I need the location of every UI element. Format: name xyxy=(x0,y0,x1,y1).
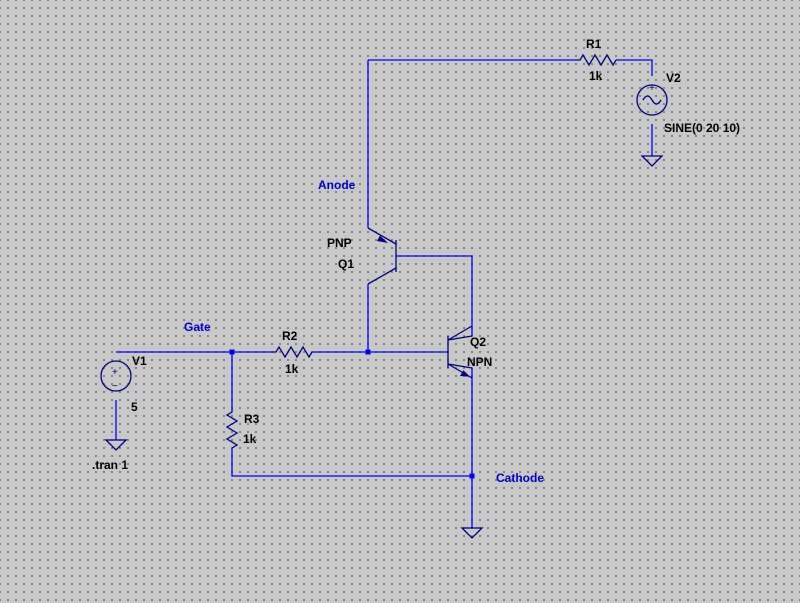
net-label-gate[interactable]: Gate xyxy=(184,320,211,334)
r3-name-label: R3 xyxy=(244,412,260,426)
q2-name-label: Q2 xyxy=(470,335,486,349)
wire-r3-to-cathode[interactable] xyxy=(231,448,472,477)
v1-plus-icon: + xyxy=(112,367,118,378)
resistor-r2[interactable] xyxy=(272,345,313,359)
q1-type-label: PNP xyxy=(327,236,352,250)
r1-value-label: 1k xyxy=(589,69,603,83)
voltage-source-v1[interactable]: + − xyxy=(100,360,132,392)
transistor-q1-pnp[interactable] xyxy=(367,227,397,285)
v2-name-label: V2 xyxy=(666,71,681,85)
resistor-r3[interactable] xyxy=(225,408,239,449)
q2-type-label: NPN xyxy=(467,355,492,369)
junction-cathode xyxy=(469,473,475,479)
r2-value-label: 1k xyxy=(285,362,299,376)
v2-value-label: SINE(0 20 10) xyxy=(664,121,740,135)
r2-name-label: R2 xyxy=(282,329,298,343)
junction-q2-base xyxy=(365,349,371,355)
net-label-anode[interactable]: Anode xyxy=(318,178,356,192)
v1-name-label: V1 xyxy=(132,354,147,368)
wires xyxy=(115,59,653,528)
spice-directive-tran[interactable]: .tran 1 xyxy=(92,458,128,472)
resistor-r1[interactable] xyxy=(576,53,617,67)
ground-icon-cathode xyxy=(460,527,484,539)
q1-name-label: Q1 xyxy=(338,257,354,271)
v1-value-label: 5 xyxy=(131,400,138,414)
wire-r1-to-v2[interactable] xyxy=(616,59,653,76)
q2-emitter-arrow-icon xyxy=(460,370,470,377)
voltage-source-v2[interactable]: + xyxy=(636,83,668,116)
wire-q1-base-to-q2-collector[interactable] xyxy=(396,255,473,336)
r1-name-label: R1 xyxy=(586,37,602,51)
junction-gate xyxy=(229,349,235,355)
ground-icon-v1 xyxy=(104,439,128,451)
v1-minus-icon: − xyxy=(112,381,118,392)
r3-value-label: 1k xyxy=(243,432,257,446)
net-label-cathode[interactable]: Cathode xyxy=(496,471,544,485)
v2-plus-icon: + xyxy=(649,83,655,94)
q1-emitter-arrow-icon xyxy=(377,235,388,243)
transistor-q2-npn[interactable] xyxy=(447,325,473,379)
ground-icon-v2 xyxy=(640,155,664,167)
